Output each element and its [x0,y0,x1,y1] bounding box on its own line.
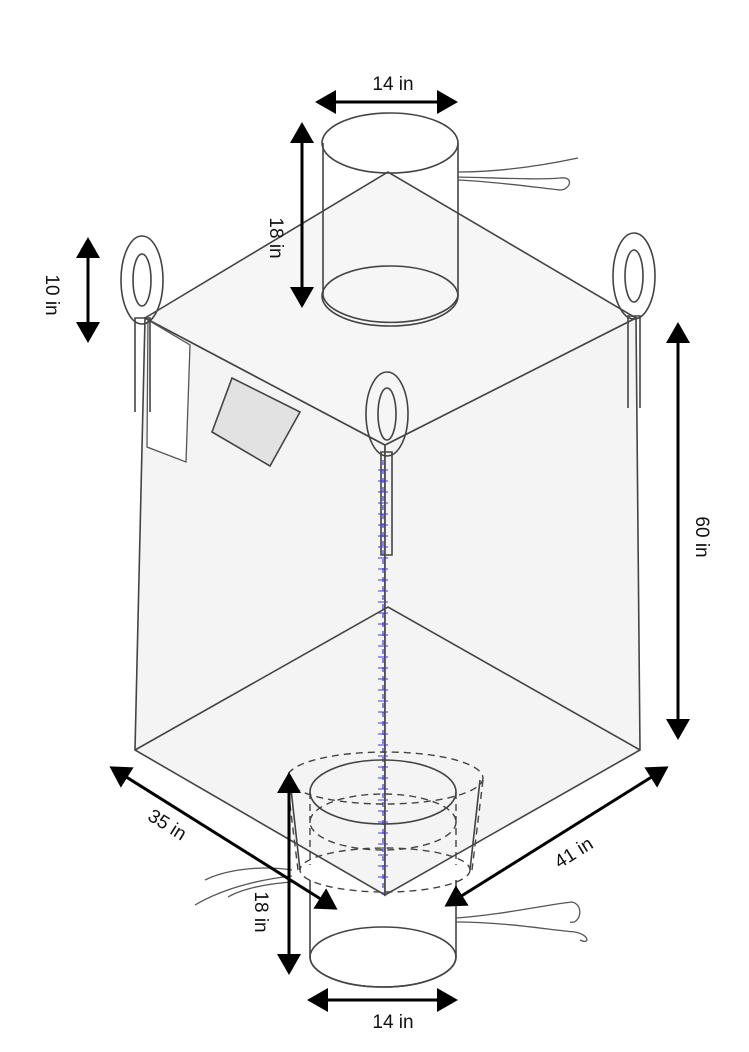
label-bottom-spout-width: 14 in [372,1012,413,1033]
label-bottom-spout-height: 18 in [250,891,271,932]
top-spout-tie [457,157,579,191]
bag-body [134,171,641,897]
bottom-spout-tie-right [455,901,588,942]
bag-width-arrow [444,766,669,907]
lift-loop-left [120,235,164,412]
document-pouch [146,318,191,463]
label-bag-width: 41 in [551,834,597,874]
dimension-arrows [76,90,690,1012]
lift-loop-center [365,371,409,556]
label-loop-height: 10 in [41,274,62,315]
label-top-spout-width: 14 in [372,74,413,95]
label-bag-height: 60 in [691,516,712,557]
label-top-spout-height: 18 in [265,217,286,258]
bottom-seam-back [134,606,641,751]
corner-seam-stitching [378,460,388,895]
lift-loop-right [612,232,656,408]
label-patch [211,376,302,468]
dimension-labels: 14 in 18 in 10 in 60 in 35 in 41 in 18 i… [41,74,712,1033]
